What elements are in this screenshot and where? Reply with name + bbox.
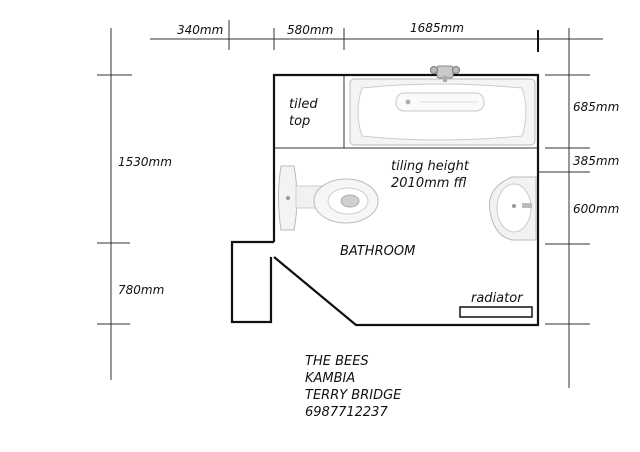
toilet-icon bbox=[278, 165, 379, 231]
address-block: THE BEES KAMBIA TERRY BRIDGE 6987712237 bbox=[305, 354, 402, 420]
room-label: BATHROOM bbox=[340, 244, 415, 259]
room-walls bbox=[230, 73, 545, 327]
dim-1530: 1530mm bbox=[118, 155, 172, 169]
tiling-height-label-1: tiling height bbox=[391, 159, 470, 174]
tiled-top-label-1: tiled bbox=[289, 97, 318, 112]
radiator-label: radiator bbox=[471, 291, 524, 306]
dim-1685: 1685mm bbox=[410, 21, 464, 35]
right-dimension-line bbox=[545, 28, 590, 388]
address-line-2: KAMBIA bbox=[305, 371, 355, 386]
basin-icon bbox=[488, 176, 537, 241]
dim-600: 600mm bbox=[573, 202, 619, 216]
dim-580: 580mm bbox=[287, 23, 333, 37]
radiator-icon bbox=[459, 306, 533, 318]
address-line-3: TERRY BRIDGE bbox=[305, 388, 402, 403]
tap-icon bbox=[430, 65, 460, 82]
top-dimension-line bbox=[150, 20, 603, 52]
dim-780: 780mm bbox=[118, 283, 164, 297]
tiled-top-label-2: top bbox=[289, 114, 310, 129]
address-line-1: THE BEES bbox=[305, 354, 369, 369]
dim-685: 685mm bbox=[573, 100, 619, 114]
bath-icon bbox=[349, 78, 536, 146]
left-dimension-line bbox=[97, 28, 132, 380]
address-line-4: 6987712237 bbox=[305, 405, 388, 420]
tiling-height-label-2: 2010mm ffl bbox=[391, 176, 467, 191]
dim-385: 385mm bbox=[573, 154, 619, 168]
dim-340: 340mm bbox=[177, 23, 223, 37]
